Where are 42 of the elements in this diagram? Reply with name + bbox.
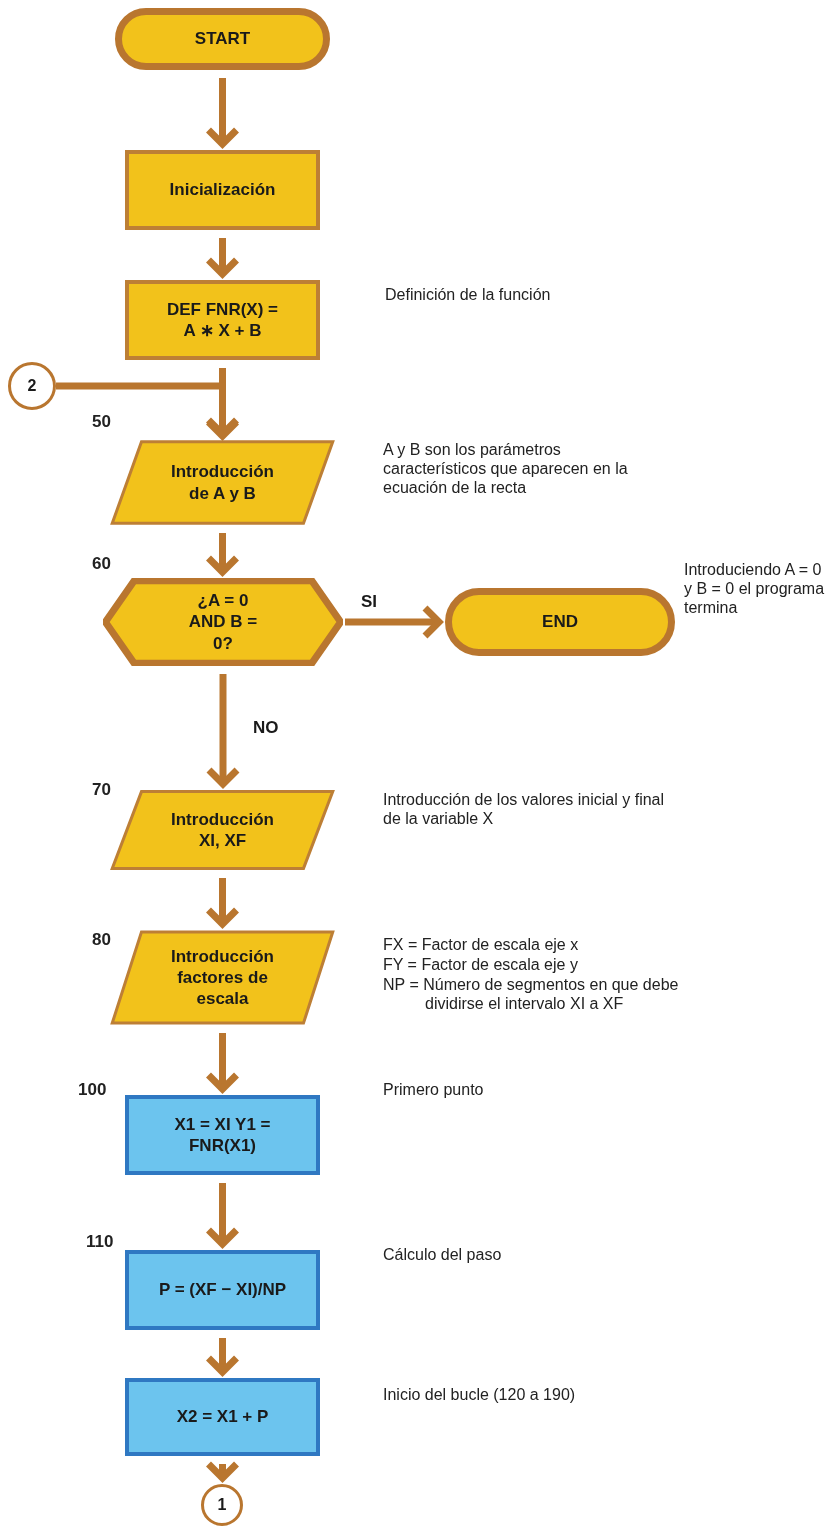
process-box — [125, 1250, 320, 1330]
node-label: X2 = X1 + P — [175, 1406, 270, 1428]
node-label: Introducción de A y B — [170, 461, 275, 504]
annotation-text: FX = Factor de escala eje x — [383, 935, 580, 955]
connector-circle — [8, 362, 56, 410]
line-number: 80 — [92, 930, 112, 951]
arrow — [205, 1460, 240, 1482]
node-label: DEF FNR(X) = A ∗ X + B — [166, 298, 279, 342]
node-label: Inicialización — [168, 179, 277, 201]
annotation-text: A y B son los parámetros característicos que aparecen en la ecuación de la recta — [383, 440, 629, 498]
input-parallelogram — [110, 790, 335, 870]
arrow — [56, 382, 240, 440]
connector-number: 1 — [216, 1495, 228, 1515]
node-label: START — [193, 28, 252, 50]
line-number: 70 — [92, 780, 112, 801]
line-number: 50 — [92, 412, 112, 433]
process-box — [125, 1378, 320, 1456]
connector-number: 2 — [26, 376, 38, 396]
annotation-text: Cálculo del paso — [383, 1245, 503, 1265]
process-box — [125, 150, 320, 230]
input-parallelogram — [110, 440, 335, 525]
input-parallelogram — [110, 930, 335, 1025]
annotation-text: Introduciendo A = 0 y B = 0 el programa termina — [684, 560, 826, 618]
annotation-text: NP = Número de segmentos en que debe dividirse el intervalo XI a XF — [383, 975, 680, 1014]
annotation-text: Primero punto — [383, 1080, 485, 1100]
node-label: Introducción XI, XF — [170, 808, 275, 852]
annotation-text: Introducción de los valores inicial y final de la variable X — [383, 790, 666, 829]
decision-hexagon — [103, 578, 343, 666]
connector-circle — [201, 1484, 243, 1526]
annotation-text: Definición de la función — [385, 285, 552, 305]
node-label: X1 = XI Y1 = FNR(X1) — [173, 1113, 272, 1157]
line-number: 60 — [92, 554, 112, 575]
node-label: P = (XF − XI)/NP — [157, 1279, 288, 1301]
annotation-text: Inicio del bucle (120 a 190) — [383, 1385, 577, 1405]
annotation-text: FY = Factor de escala eje y — [383, 955, 579, 975]
node-label: END — [541, 611, 579, 633]
process-box — [125, 1095, 320, 1175]
node-label: Introducción factores de escala — [170, 945, 275, 1010]
line-number: 100 — [78, 1080, 108, 1101]
process-box — [125, 280, 320, 360]
node-label: ¿A = 0 AND B = 0? — [187, 590, 259, 654]
line-number: 110 — [86, 1232, 115, 1253]
